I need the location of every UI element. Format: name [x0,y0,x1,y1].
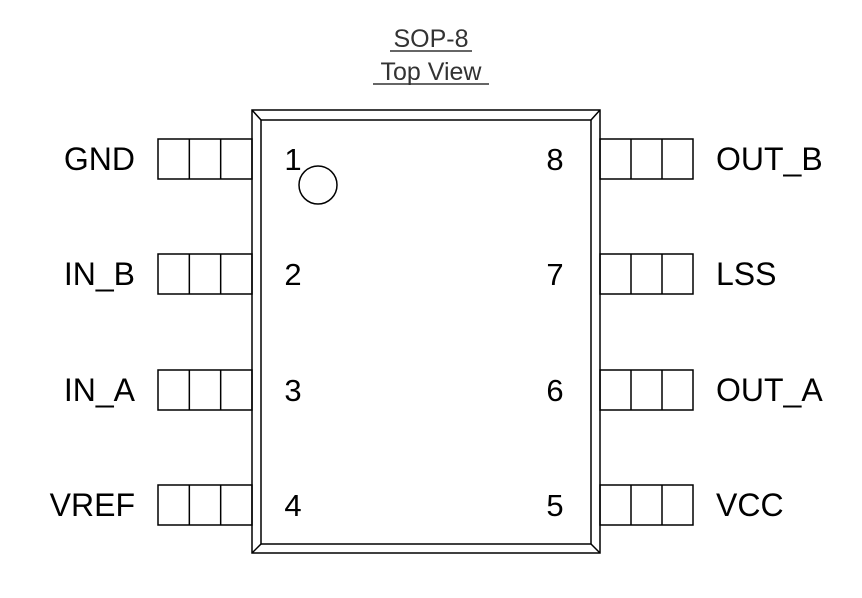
pin-lead-2 [157,253,253,295]
ic-body [251,109,601,554]
pin-number-1: 1 [284,142,301,177]
pin-name-2: IN_B [64,256,135,292]
pin-lead-4 [157,484,253,526]
pin-lead-1 [157,138,253,180]
pin-number-6: 6 [546,373,563,408]
pin-number-7: 7 [546,257,563,292]
pin-name-7: LSS [716,256,776,292]
pin1-marker [298,165,338,205]
pin-name-3: IN_A [64,372,136,408]
pin-number-3: 3 [284,373,301,408]
pin-number-4: 4 [284,488,301,523]
pin-lead-6 [599,369,694,411]
pin-name-8: OUT_B [716,141,823,177]
pin-name-6: OUT_A [716,372,823,408]
pin-lead-3 [157,369,253,411]
pin-number-8: 8 [546,142,563,177]
pin-lead-5 [599,484,694,526]
pin-lead-8 [599,138,694,180]
package-title: SOP-8 [393,25,468,53]
pin-name-1: GND [64,141,135,177]
pin-number-5: 5 [546,488,563,523]
pin-name-5: VCC [716,487,784,523]
pin-number-2: 2 [284,257,301,292]
pin-name-4: VREF [50,487,135,523]
pin-lead-7 [599,253,694,295]
view-title: Top View [381,58,483,86]
